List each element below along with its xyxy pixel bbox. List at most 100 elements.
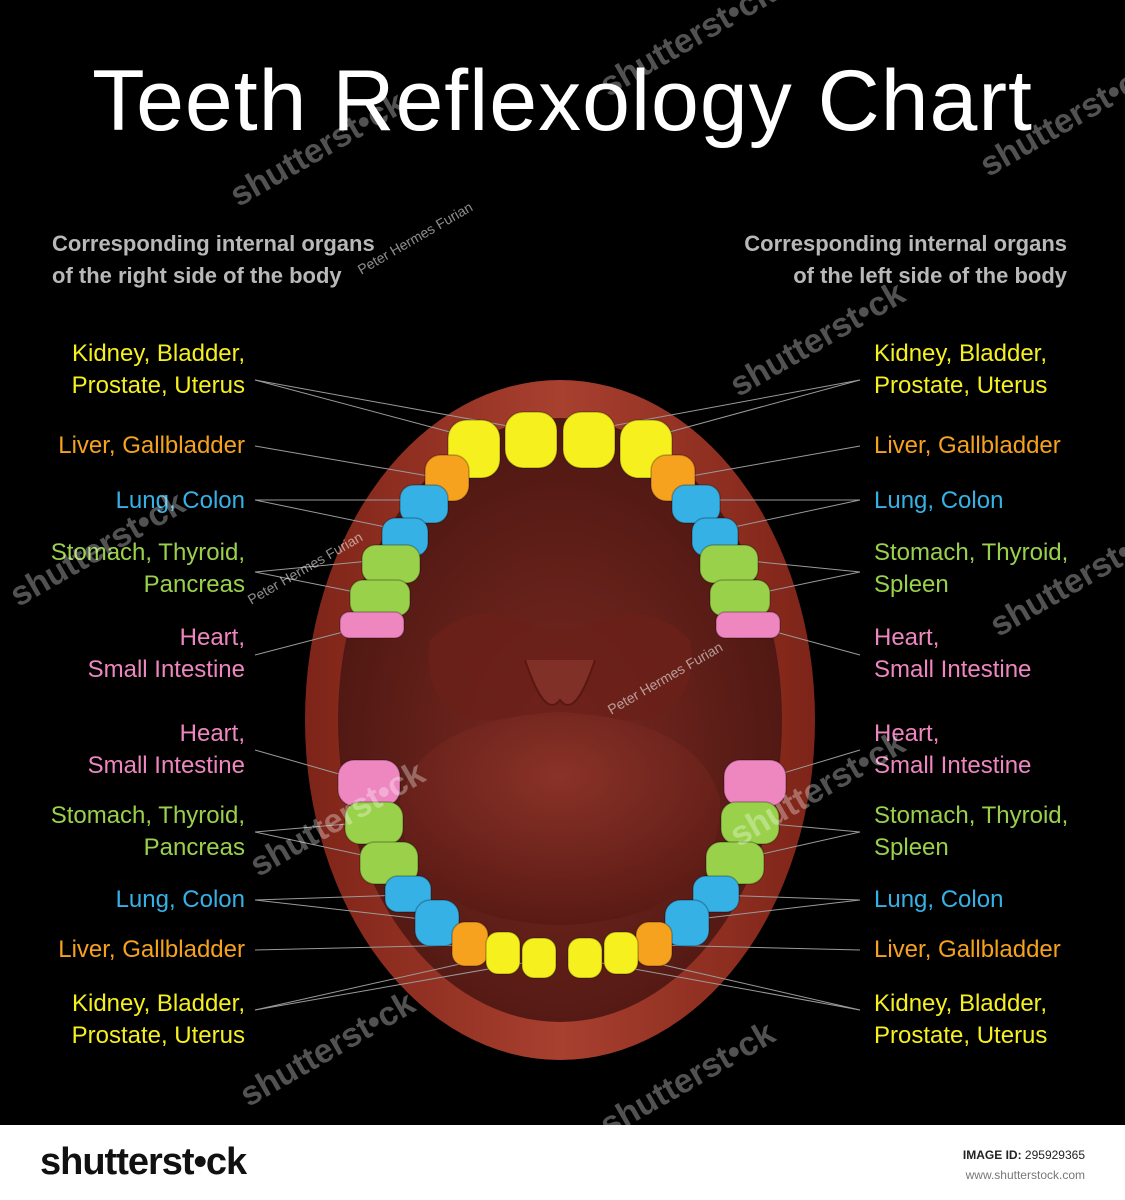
organ-label-right-heart: Heart, Small Intestine	[874, 622, 1114, 686]
tooth-liver	[635, 921, 673, 967]
leader-line	[254, 379, 481, 441]
leader-line	[679, 445, 861, 479]
image-id-value: 295929365	[1024, 1148, 1085, 1162]
organ-label-line: Spleen	[874, 571, 949, 598]
tooth-stomach	[344, 801, 404, 845]
organ-label-left-heart: Heart, Small Intestine	[5, 622, 245, 686]
tooth-heart	[723, 759, 787, 807]
organ-label-left-lung: Lung, Colon	[5, 884, 245, 916]
organ-label-line: Small Intestine	[87, 656, 245, 683]
leader-line	[254, 499, 401, 531]
tooth-kidney	[562, 411, 616, 469]
organ-label-line: Liver, Gallbladder	[874, 432, 1061, 459]
leader-line	[639, 379, 861, 441]
image-id-label: IMAGE ID:	[962, 1148, 1022, 1162]
organ-label-line: Liver, Gallbladder	[58, 936, 245, 963]
organ-label-line: Heart,	[874, 720, 940, 747]
organ-label-line: Spleen	[874, 834, 949, 861]
tooth-stomach	[349, 579, 411, 617]
tooth-kidney	[603, 931, 639, 975]
organ-label-right-stomach: Stomach, Thyroid,Spleen	[874, 800, 1114, 864]
tooth-stomach	[361, 544, 421, 584]
organ-label-left-kidney: Kidney, Bladder, Prostate, Uterus	[5, 988, 245, 1052]
organ-label-line: Stomach, Thyroid,	[50, 539, 245, 566]
organ-label-line: Stomach, Thyroid,	[874, 539, 1069, 566]
subheading-right-line2: of the right side of the body	[52, 263, 342, 288]
footer-logo: shutterst•ck	[40, 1141, 247, 1183]
organ-label-right-liver: Liver, Gallbladder	[874, 430, 1114, 462]
leader-line	[254, 445, 441, 479]
subheading-right-side: Corresponding internal organs of the rig…	[52, 228, 452, 292]
organ-label-line: Kidney, Bladder,	[71, 990, 245, 1017]
leader-line	[719, 499, 861, 531]
organ-label-left-heart: Heart, Small Intestine	[5, 718, 245, 782]
organ-label-line: Small Intestine	[87, 752, 245, 779]
organ-label-line: Small Intestine	[874, 656, 1032, 683]
tooth-kidney	[521, 937, 557, 979]
organ-label-line: Lung, Colon	[874, 487, 1004, 514]
organ-label-line: Prostate, Uterus	[71, 1022, 245, 1049]
tooth-lung	[414, 899, 460, 947]
organ-label-line: Heart,	[874, 624, 940, 651]
tooth-stomach	[709, 579, 771, 617]
organ-label-left-stomach: Stomach, Thyroid,Pancreas	[5, 800, 245, 864]
organ-label-line: Lung, Colon	[115, 886, 245, 913]
tooth-kidney	[567, 937, 603, 979]
tooth-stomach	[699, 544, 759, 584]
organ-label-line: Prostate, Uterus	[71, 372, 245, 399]
tooth-heart	[715, 611, 781, 639]
chart-title: Teeth Reflexology Chart	[92, 53, 1033, 149]
organ-label-left-lung: Lung, Colon	[5, 485, 245, 517]
tooth-liver	[451, 921, 489, 967]
uvula	[524, 659, 596, 706]
organ-label-line: Lung, Colon	[115, 487, 245, 514]
tooth-heart	[339, 611, 405, 639]
organ-label-line: Prostate, Uterus	[874, 372, 1048, 399]
leader-line	[254, 559, 381, 573]
organ-label-line: Heart,	[179, 624, 245, 651]
organ-label-line: Heart,	[179, 720, 245, 747]
subheading-left-line2: of the left side of the body	[793, 263, 1067, 288]
tooth-heart	[337, 759, 401, 807]
tooth-kidney	[504, 411, 558, 469]
leader-line	[254, 894, 406, 901]
organ-label-line: Liver, Gallbladder	[874, 936, 1061, 963]
tooth-lung	[664, 899, 710, 947]
subheading-left-line1: Corresponding internal organs	[744, 231, 1067, 256]
organ-label-right-kidney: Kidney, Bladder, Prostate, Uterus	[874, 988, 1114, 1052]
organ-label-line: Small Intestine	[874, 752, 1032, 779]
leader-line	[689, 899, 861, 921]
teeth	[337, 411, 787, 979]
organ-label-right-lung: Lung, Colon	[874, 485, 1114, 517]
organ-label-line: Prostate, Uterus	[874, 1022, 1048, 1049]
footer-bar: shutterst•ck IMAGE ID: 295929365 www.shu…	[0, 1125, 1125, 1200]
organ-label-right-lung: Lung, Colon	[874, 884, 1114, 916]
organ-label-right-heart: Heart, Small Intestine	[874, 718, 1114, 782]
organ-label-line: Pancreas	[143, 834, 245, 861]
footer-image-id: IMAGE ID: 295929365 www.shutterstock.com	[963, 1145, 1085, 1185]
leader-line	[714, 894, 861, 901]
organ-label-line: Pancreas	[143, 571, 245, 598]
subheading-right-line1: Corresponding internal organs	[52, 231, 375, 256]
organ-label-right-kidney: Kidney, Bladder, Prostate, Uterus	[874, 338, 1114, 402]
tooth-stomach	[720, 801, 780, 845]
organ-label-line: Kidney, Bladder,	[71, 340, 245, 367]
tooth-lung	[692, 875, 740, 913]
organ-label-line: Kidney, Bladder,	[874, 340, 1048, 367]
organ-label-right-liver: Liver, Gallbladder	[874, 934, 1114, 966]
organ-label-left-liver: Liver, Gallbladder	[5, 430, 245, 462]
tongue	[400, 712, 720, 925]
open-mouth-illustration	[254, 379, 861, 1060]
organ-label-line: Lung, Colon	[874, 886, 1004, 913]
organ-label-line: Liver, Gallbladder	[58, 432, 245, 459]
leader-line	[254, 899, 431, 921]
organ-label-left-stomach: Stomach, Thyroid, Pancreas	[5, 537, 245, 601]
organ-label-left-liver: Liver, Gallbladder	[5, 934, 245, 966]
organ-label-right-stomach: Stomach, Thyroid, Spleen	[874, 537, 1114, 601]
organ-label-left-kidney: Kidney, Bladder, Prostate, Uterus	[5, 338, 245, 402]
organ-label-line: Kidney, Bladder,	[874, 990, 1048, 1017]
tooth-lung	[384, 875, 432, 913]
leader-line	[739, 559, 861, 573]
tooth-kidney	[485, 931, 521, 975]
